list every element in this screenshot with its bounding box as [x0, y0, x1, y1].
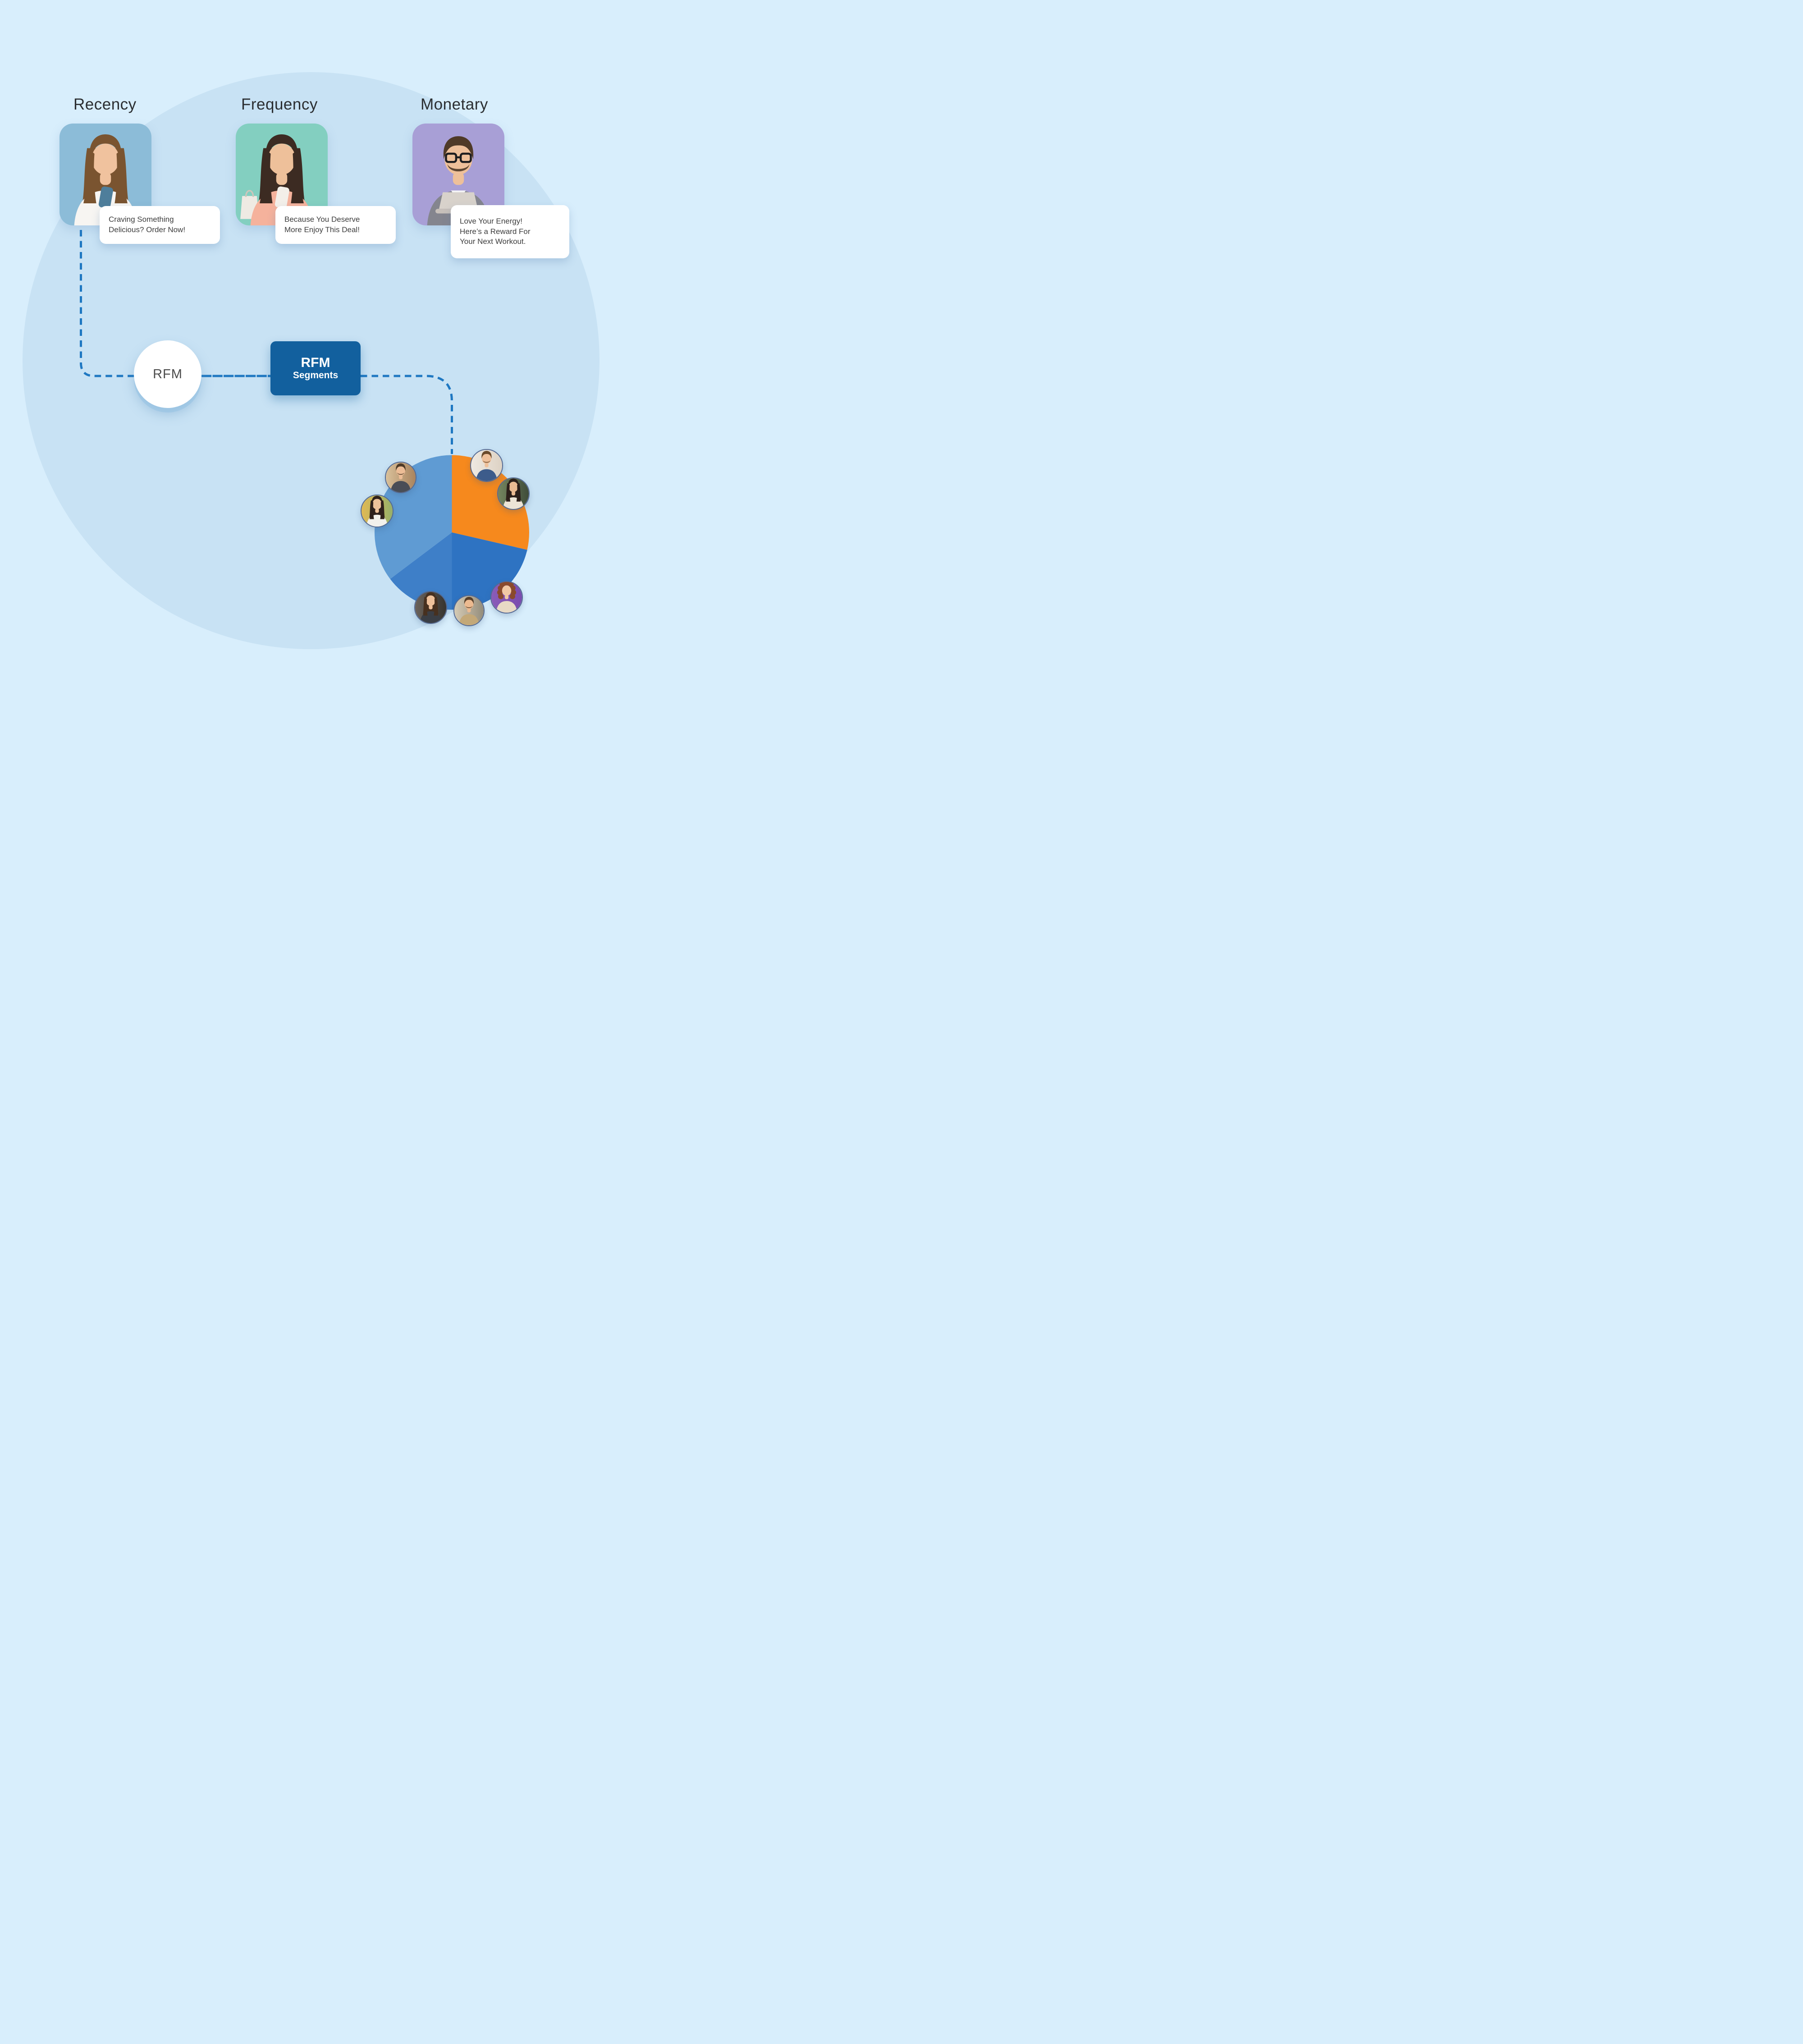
customer-avatar-woman-earrings [497, 477, 530, 510]
customer-avatar-man-blue-sweater [470, 449, 503, 482]
pie-slice-dark-blue-segment [452, 532, 527, 610]
pie-slice-orange-segment [452, 455, 530, 550]
rfm-node: RFM [134, 340, 201, 408]
rfm-segments-button-title: RFM [301, 355, 330, 370]
rfm-segments-button: RFM Segments [270, 341, 361, 395]
section-title-frequency: Frequency [241, 96, 318, 113]
customer-avatar-woman-dark-jacket [414, 591, 447, 624]
section-title-monetary: Monetary [421, 96, 488, 113]
infographic-canvas: Recency Frequency Monetary Craving Somet… [0, 0, 631, 715]
rfm-segments-button-subtitle: Segments [293, 370, 339, 381]
customer-avatar-man-dark-sweater [385, 462, 416, 493]
pie-slice-medium-blue-segment [390, 532, 452, 610]
customer-avatar-woman-white-top [361, 495, 394, 527]
message-bubble-monetary: Love Your Energy! Here’s a Reward For Yo… [451, 205, 569, 258]
dashed-connector [80, 230, 453, 454]
customer-avatar-woman-curly-hair [490, 581, 523, 614]
dashed-line-button-to-pie [361, 375, 453, 454]
section-title-recency: Recency [73, 96, 137, 113]
message-bubble-frequency: Because You Deserve More Enjoy This Deal… [275, 206, 396, 244]
customer-avatar-man-tan-blazer [453, 595, 485, 626]
message-bubble-recency: Craving Something Delicious? Order Now! [100, 206, 220, 244]
dashed-line-recency-to-rfm [80, 230, 270, 377]
rfm-node-label: RFM [153, 367, 183, 381]
pie-chart [374, 455, 530, 610]
